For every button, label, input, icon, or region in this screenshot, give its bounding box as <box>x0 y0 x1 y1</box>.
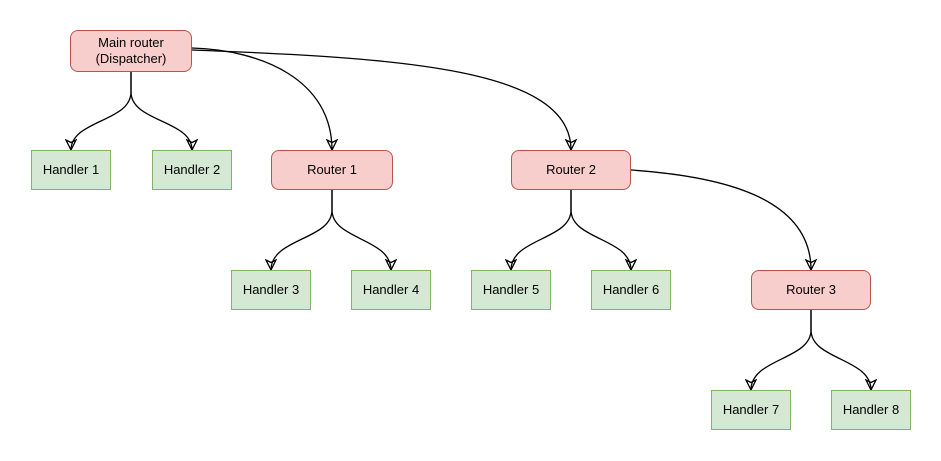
edge-router-2-to-handler-6 <box>570 190 631 270</box>
edge-main-router-to-handler-1 <box>71 72 132 150</box>
edge-router-1-to-handler-4 <box>331 190 391 270</box>
node-handler-2: Handler 2 <box>152 150 232 190</box>
edge-main-router-to-router-2 <box>191 49 571 150</box>
edge-router-2-to-router-3 <box>630 169 811 270</box>
node-router-1: Router 1 <box>271 150 393 190</box>
edge-main-router-to-handler-2 <box>130 72 192 150</box>
node-handler-6: Handler 6 <box>591 270 671 310</box>
node-handler-3: Handler 3 <box>231 270 311 310</box>
node-handler-8: Handler 8 <box>831 390 911 430</box>
edge-main-router-to-router-1 <box>191 47 332 150</box>
node-handler-1: Handler 1 <box>31 150 111 190</box>
edge-router-3-to-handler-7 <box>751 310 812 390</box>
edge-router-2-to-handler-5 <box>511 190 572 270</box>
node-handler-7: Handler 7 <box>711 390 791 430</box>
node-handler-4: Handler 4 <box>351 270 431 310</box>
node-router-2: Router 2 <box>511 150 631 190</box>
node-main-router: Main router (Dispatcher) <box>70 30 192 72</box>
node-handler-5: Handler 5 <box>471 270 551 310</box>
edge-router-3-to-handler-8 <box>810 310 871 390</box>
node-router-3: Router 3 <box>751 270 871 310</box>
edge-router-1-to-handler-3 <box>271 190 333 270</box>
